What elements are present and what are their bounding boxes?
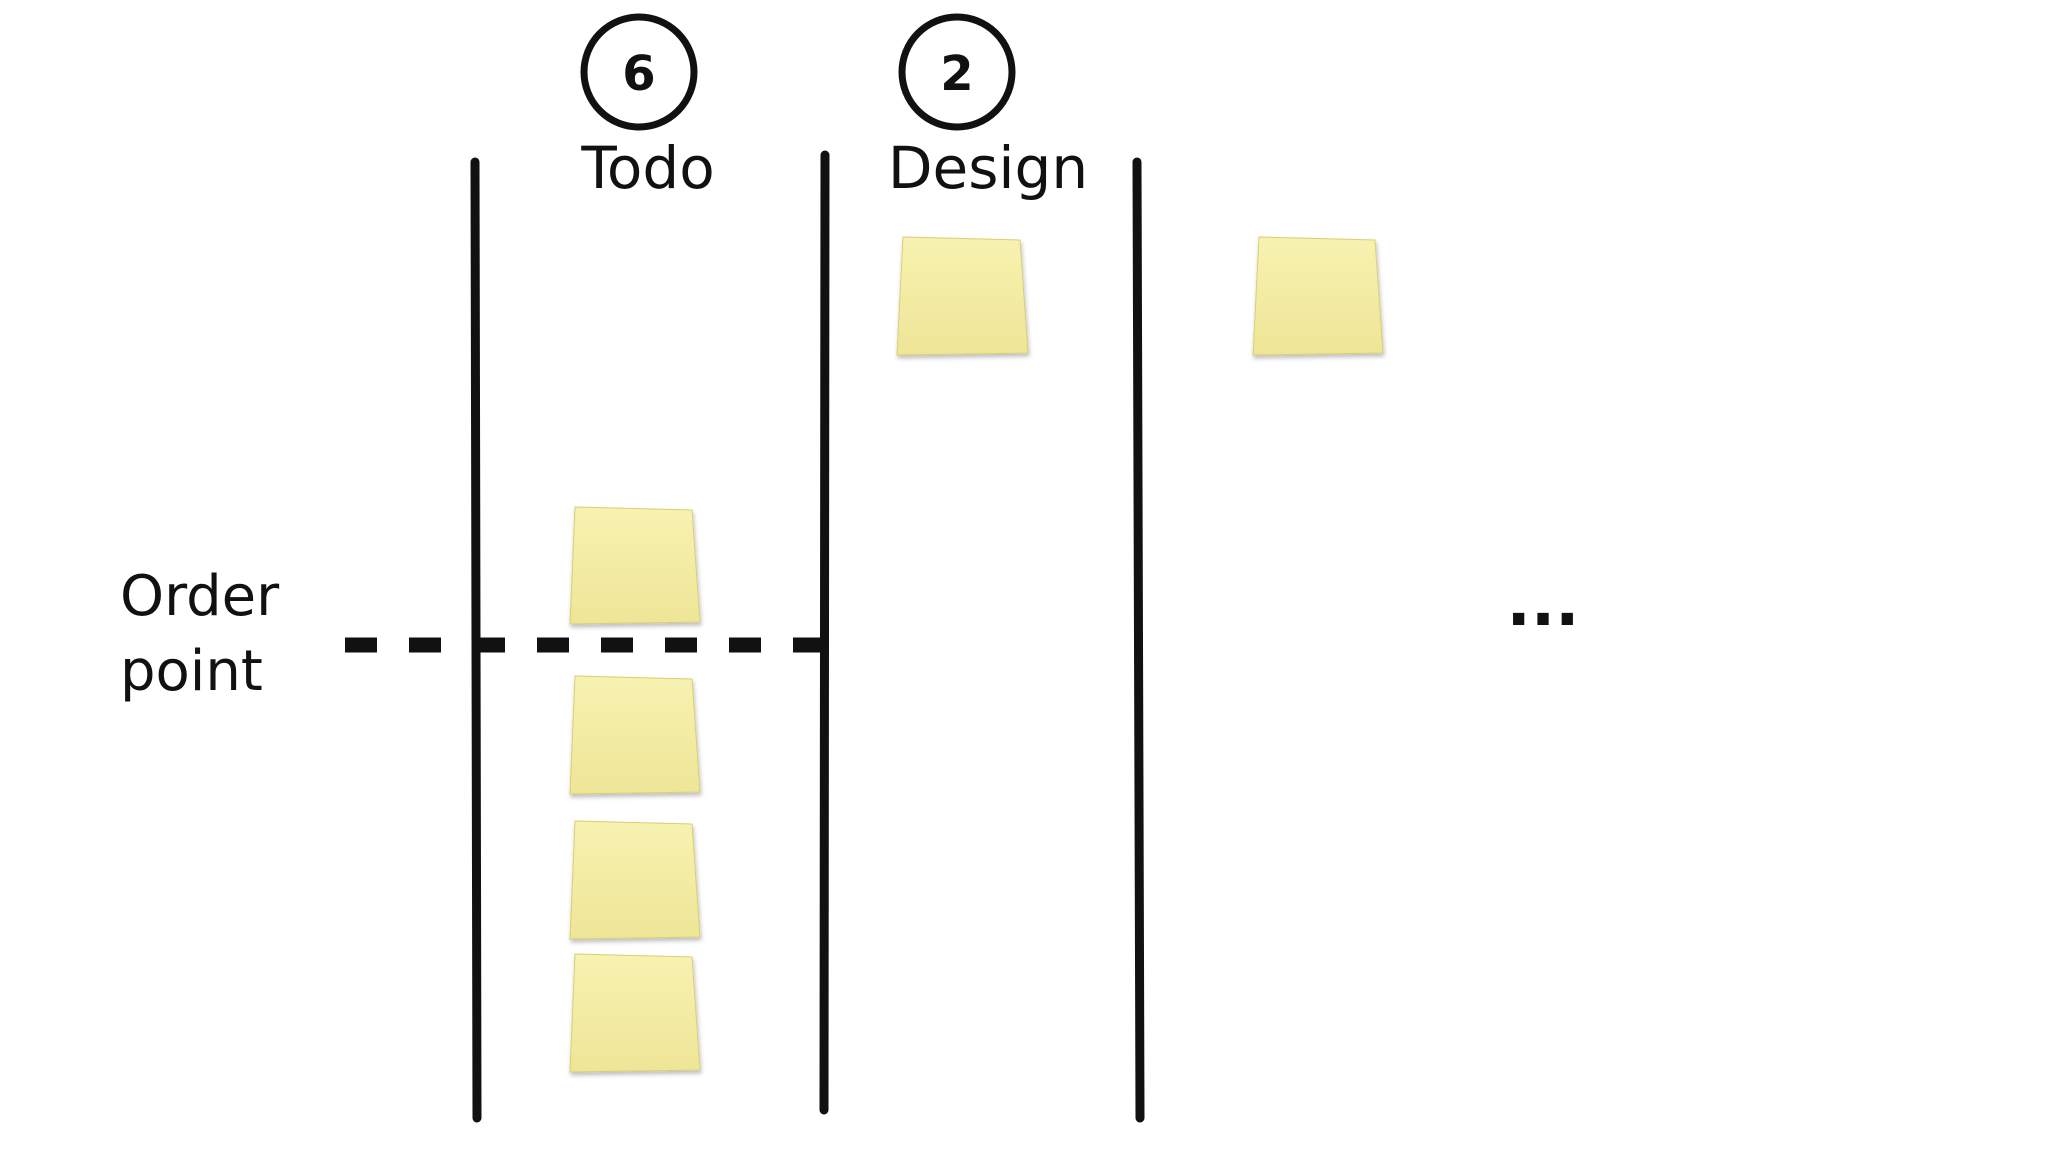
design-column-title: Design <box>888 134 1088 202</box>
wip-limit-circle-icon <box>580 13 698 131</box>
design-sticky-1[interactable] <box>896 236 1029 356</box>
design-wip-limit: 2 <box>898 13 1016 131</box>
sticky-note-icon <box>896 236 1029 356</box>
todo-sticky-4[interactable] <box>569 953 701 1073</box>
todo-wip-value: 6 <box>622 46 655 102</box>
column-divider-right <box>1132 157 1145 1123</box>
sticky-note-icon <box>569 820 701 940</box>
column-divider-middle <box>819 150 830 1115</box>
sticky-note-icon <box>569 506 701 625</box>
design-wip-value: 2 <box>940 46 973 102</box>
todo-sticky-3[interactable] <box>569 820 701 940</box>
sticky-note-icon <box>569 675 701 795</box>
order-point-label-line2: point <box>120 639 263 704</box>
todo-wip-limit: 6 <box>580 13 698 131</box>
sticky-note-icon <box>569 953 701 1073</box>
todo-column-title: Todo <box>580 134 714 202</box>
wip-limit-circle-icon <box>898 13 1016 131</box>
todo-sticky-1[interactable] <box>569 506 701 625</box>
next-column-sticky-1[interactable] <box>1252 236 1384 356</box>
todo-sticky-2[interactable] <box>569 675 701 795</box>
more-columns-ellipsis: ... <box>1507 567 1580 641</box>
order-point-label-line1: Order <box>120 564 280 629</box>
sticky-note-icon <box>1252 236 1384 356</box>
